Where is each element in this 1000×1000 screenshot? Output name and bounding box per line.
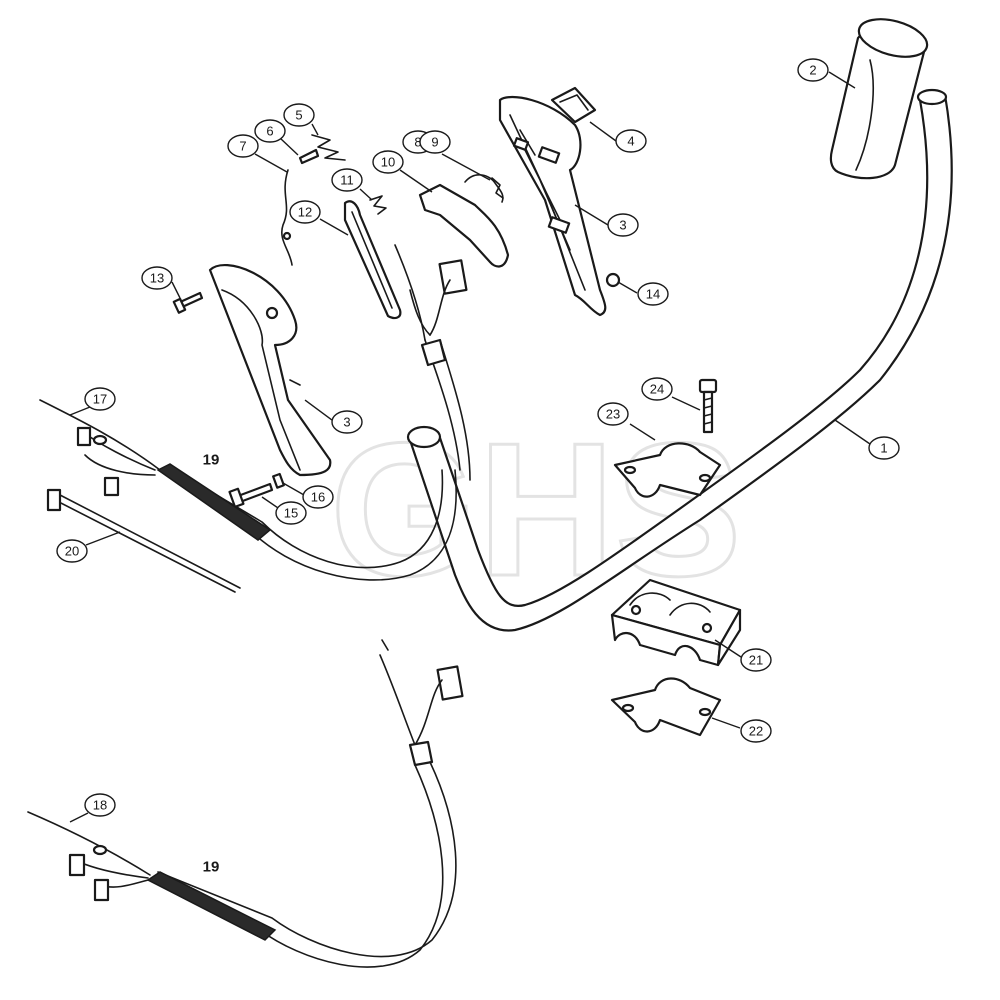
callout-15: 15 xyxy=(275,501,307,525)
clamp-plate-part-22 xyxy=(610,677,722,737)
callout-11: 11 xyxy=(331,168,363,192)
callout-label: 9 xyxy=(431,135,438,150)
part-label-19-upper: 19 xyxy=(203,452,220,469)
callout-label: 17 xyxy=(93,392,107,407)
lockout-lever xyxy=(343,200,402,320)
cable-assembly-upper xyxy=(39,399,457,581)
handle-housing-lower xyxy=(208,264,332,477)
cable-assembly-lower xyxy=(27,639,464,968)
cap-part xyxy=(550,86,597,124)
callout-7: 7 xyxy=(227,134,259,158)
callout-2: 2 xyxy=(797,58,829,82)
screw-part-13 xyxy=(172,291,204,314)
callout-20: 20 xyxy=(56,539,88,563)
callout-label: 3 xyxy=(343,415,350,430)
callout-label: 12 xyxy=(298,205,312,220)
nut-part-16 xyxy=(272,472,285,489)
callout-label: 24 xyxy=(650,382,664,397)
callout-4: 4 xyxy=(615,129,647,153)
callout-22: 22 xyxy=(740,719,772,743)
callout-label: 1 xyxy=(880,441,887,456)
grip-handle xyxy=(829,18,929,180)
leader-lines xyxy=(69,71,871,823)
handlebar-tube xyxy=(406,88,953,632)
callout-label: 10 xyxy=(381,155,395,170)
wire-spring-part-7 xyxy=(281,169,293,266)
callout-label: 5 xyxy=(295,108,302,123)
callout-6: 6 xyxy=(254,119,286,143)
callout-1: 1 xyxy=(868,436,900,460)
callout-label: 4 xyxy=(627,134,634,149)
callout-label: 6 xyxy=(266,124,273,139)
callout-label: 13 xyxy=(150,271,164,286)
callout-label: 8 xyxy=(414,135,421,150)
nut-part-14 xyxy=(605,272,621,288)
callout-label: 14 xyxy=(646,287,660,302)
callout-label: 15 xyxy=(284,506,298,521)
callout-label: 20 xyxy=(65,544,79,559)
clamp-block-part-21 xyxy=(610,578,742,667)
callout-3-upper: 3 xyxy=(607,213,639,237)
screw-part-6 xyxy=(298,148,320,165)
callout-label: 18 xyxy=(93,798,107,813)
callout-18: 18 xyxy=(84,793,116,817)
cable-tie-part-20 xyxy=(46,488,241,593)
callout-label: 23 xyxy=(606,407,620,422)
callout-10: 10 xyxy=(372,150,404,174)
callout-9: 9 xyxy=(419,130,451,154)
callout-label: 3 xyxy=(619,218,626,233)
callout-24: 24 xyxy=(641,377,673,401)
bolt-part-24 xyxy=(698,378,718,434)
spring-part-11 xyxy=(369,195,387,215)
watermark-logo: GHS xyxy=(330,404,742,616)
clamp-plate-part-23 xyxy=(613,442,722,498)
callout-5: 5 xyxy=(283,103,315,127)
callout-label: 21 xyxy=(749,653,763,668)
callout-14: 14 xyxy=(637,282,669,306)
callout-3-lower: 3 xyxy=(331,410,363,434)
callout-label: 7 xyxy=(239,139,246,154)
callout-label: 16 xyxy=(311,490,325,505)
throttle-cable-upper xyxy=(394,244,471,481)
spring-part-8-9 xyxy=(464,174,504,203)
control-housing-upper xyxy=(498,96,607,317)
callout-16: 16 xyxy=(302,485,334,509)
screw-part-15 xyxy=(228,482,274,508)
callout-23: 23 xyxy=(597,402,629,426)
callout-13: 13 xyxy=(141,266,173,290)
callout-label: 11 xyxy=(340,173,354,188)
callout-label: 22 xyxy=(749,724,763,739)
throttle-trigger xyxy=(418,183,510,268)
callout-12: 12 xyxy=(289,200,321,224)
spring-part-5 xyxy=(311,134,346,161)
part-label-19-lower: 19 xyxy=(203,859,220,876)
callout-21: 21 xyxy=(740,648,772,672)
callout-17: 17 xyxy=(84,387,116,411)
callout-label: 2 xyxy=(809,63,816,78)
